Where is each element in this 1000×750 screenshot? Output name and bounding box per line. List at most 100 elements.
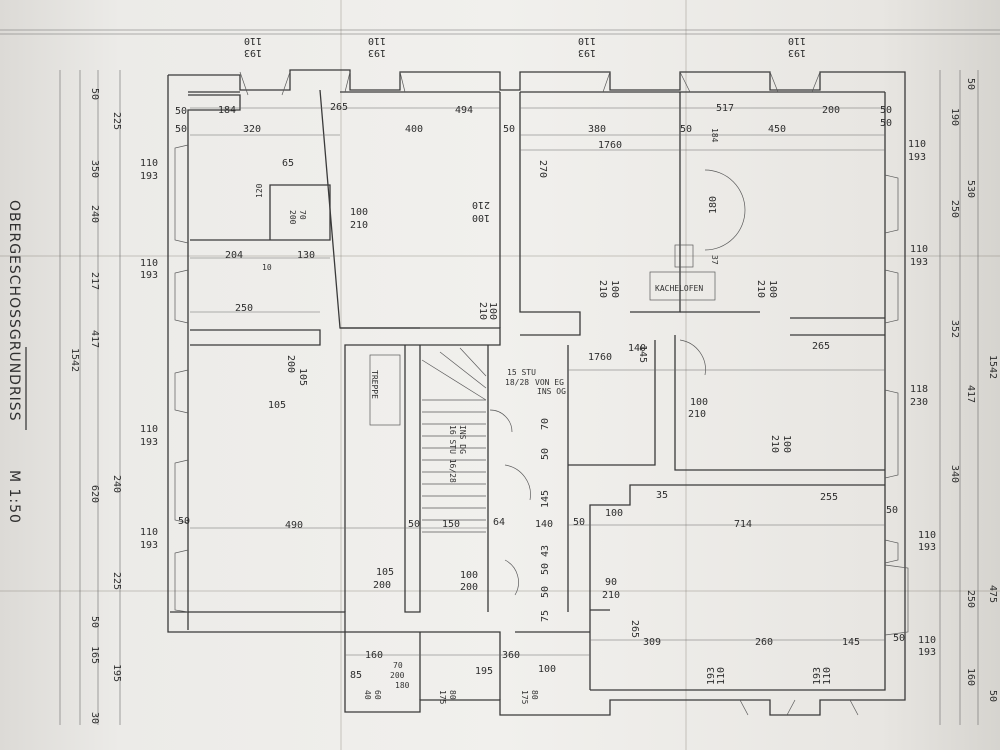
dim-label: 180 (395, 681, 410, 690)
dim-label: 110 (578, 35, 596, 46)
dim-label: 50 (540, 448, 551, 460)
dim-label: 50 (89, 616, 100, 628)
dim-label: 35 (656, 490, 668, 501)
annotations: KACHELOFEN 15 STU 18/28 VON EG INS OG TR… (370, 284, 703, 483)
room-dims: 50 50 184 320 265 400 494 50 380 1760 50… (175, 102, 905, 705)
dim-label: 118 (910, 384, 928, 395)
dim-label: 110 (140, 527, 158, 538)
dim-label: 110 (822, 667, 833, 685)
dim-label: 50 (573, 517, 585, 528)
dim-label: 417 (965, 385, 976, 403)
top-window-dims: 110 193 110 193 110 193 110 193 (244, 35, 806, 58)
dim-label: 265 (812, 341, 830, 352)
dim-label: 193 (918, 542, 936, 553)
dim-label: 240 (111, 475, 122, 493)
dim-label: 70 (298, 210, 307, 220)
outer-walls (167, 69, 906, 716)
note-treppe: TREPPE (370, 370, 379, 399)
dim-label: 175 (520, 690, 529, 705)
dim-label: 40 (363, 690, 372, 700)
dim-label: 100 (690, 397, 708, 408)
dim-label: 217 (89, 272, 100, 290)
note-stair-down: 16 STU 16/28 (448, 425, 457, 483)
dim-label: 100 (767, 280, 778, 298)
dim-label: 200 (373, 580, 391, 591)
dim-label: 50 (987, 690, 998, 702)
dim-label: 210 (477, 302, 488, 320)
dim-label: 90 (605, 577, 617, 588)
dim-label: 193 (910, 257, 928, 268)
dim-label: 85 (350, 670, 362, 681)
dim-label: 145 (637, 345, 648, 363)
dim-label: 193 (140, 270, 158, 281)
dim-label: 140 (535, 519, 553, 530)
stair-treads (421, 347, 487, 533)
dim-label: 260 (755, 637, 773, 648)
dim-label: 193 (706, 667, 717, 685)
dim-label: 250 (949, 200, 960, 218)
window-niches (174, 71, 909, 716)
dim-label: 190 (949, 108, 960, 126)
dim-label: 210 (350, 220, 368, 231)
dim-label: 250 (235, 303, 253, 314)
dim-label: 204 (225, 250, 243, 261)
dim-label: 530 (965, 180, 976, 198)
dim-label: 184 (710, 128, 719, 143)
dim-label: 193 (140, 437, 158, 448)
dim-label: 450 (768, 124, 786, 135)
dim-label: 714 (734, 519, 752, 530)
dim-label: 225 (111, 572, 122, 590)
dim-label: 110 (716, 667, 727, 685)
dim-label: 200 (285, 355, 296, 373)
dim-label: 210 (688, 409, 706, 420)
dim-label: 380 (588, 124, 606, 135)
dim-label: 50 (540, 563, 551, 575)
dim-label: 193 (812, 667, 823, 685)
dim-label: 110 (918, 530, 936, 541)
dim-label: 1542 (987, 355, 998, 379)
dim-label: 65 (282, 158, 294, 169)
dim-label: 210 (472, 199, 490, 210)
dim-label: 200 (822, 105, 840, 116)
dim-label: 50 (175, 124, 187, 135)
dim-label: 193 (140, 540, 158, 551)
dim-label: 50 (880, 105, 892, 116)
dim-label: 75 (540, 610, 551, 622)
dim-label: 517 (716, 103, 734, 114)
dim-label: 100 (487, 302, 498, 320)
dim-label: 130 (297, 250, 315, 261)
dim-label: 64 (493, 517, 505, 528)
dim-label: 340 (949, 465, 960, 483)
plan-scale: M 1:50 (6, 470, 22, 524)
dim-label: 180 (708, 196, 719, 214)
dim-label: 80 (448, 690, 457, 700)
dim-label: 240 (89, 205, 100, 223)
dim-label: 417 (89, 330, 100, 348)
dim-label: 70 (393, 661, 403, 670)
dim-label: 105 (376, 567, 394, 578)
dim-label: 30 (89, 712, 100, 724)
dim-label: 360 (502, 650, 520, 661)
dim-label: 50 (408, 519, 420, 530)
dim-label: 150 (442, 519, 460, 530)
dim-label: 50 (680, 124, 692, 135)
dim-label: 193 (908, 152, 926, 163)
interior-walls (190, 89, 885, 700)
fold-line (0, 590, 1000, 592)
dim-label: 270 (537, 160, 548, 178)
dim-label: 50 (893, 633, 905, 644)
dim-label: 195 (111, 664, 122, 682)
dim-label: 490 (285, 520, 303, 531)
dim-label: 1542 (69, 348, 80, 372)
dim-label: 50 (886, 505, 898, 516)
dim-label: 1760 (598, 140, 622, 151)
dim-label: 160 (965, 668, 976, 686)
dim-label: 400 (405, 124, 423, 135)
dim-label: 50 (540, 586, 551, 598)
dim-label: 145 (842, 637, 860, 648)
dim-label: 494 (455, 105, 473, 116)
note-to: INS OG (537, 387, 566, 396)
dim-label: 50 (965, 78, 976, 90)
dim-label: 43 (540, 545, 551, 557)
dim-label: 620 (89, 485, 100, 503)
